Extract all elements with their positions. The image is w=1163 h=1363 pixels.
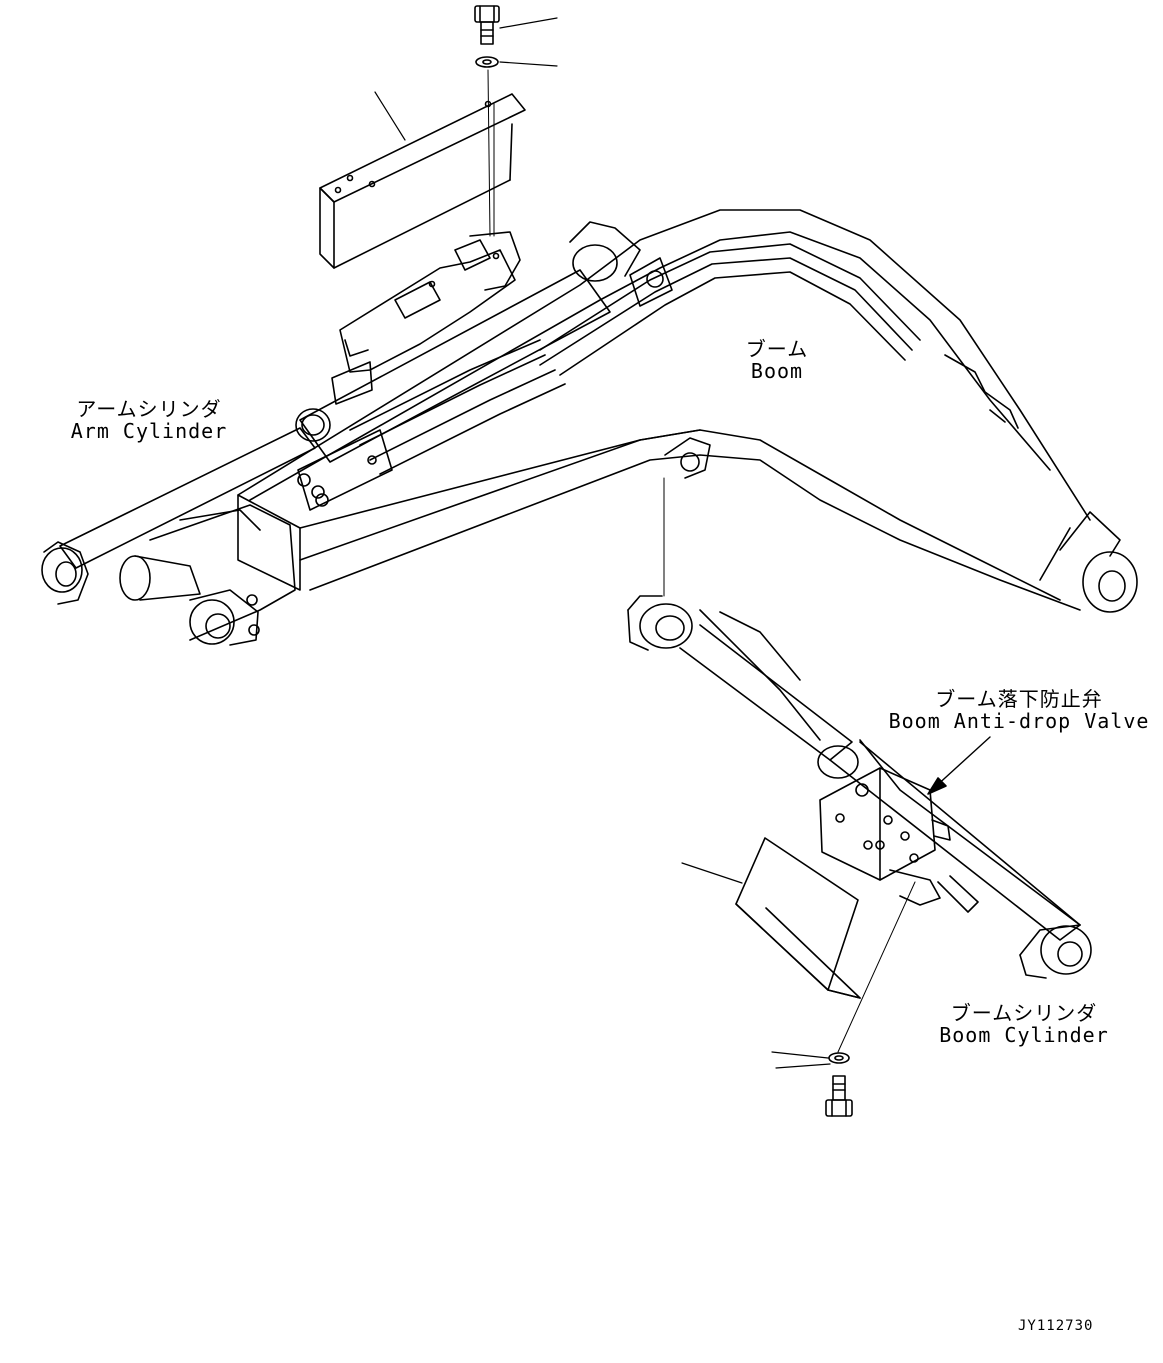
lower-plate-leader [682,863,742,883]
arm-foot-bracket [120,505,295,645]
lower-bolt [826,1076,852,1116]
top-bolt-axis-line [488,70,490,236]
arm-cylinder-label-ja: アームシリンダ [76,397,222,421]
lower-bolt-axis-line [838,882,915,1052]
anti-drop-valve-arrow [928,737,990,794]
anti-drop-valve-label-en: Boom Anti-drop Valve [888,709,1150,733]
lower-washer-leader [772,1052,828,1058]
top-washer [476,57,498,67]
top-plate-leader [375,92,405,140]
boom-label-ja: ブーム [745,337,809,361]
lower-guard-plate [736,838,860,998]
top-washer-leader [500,62,557,66]
arm-cylinder-label-en: Arm Cylinder [70,419,228,443]
boom-cylinder-label-en: Boom Cylinder [939,1023,1109,1047]
top-guard-plate [320,94,525,268]
boom-label-en: Boom [750,359,804,383]
boom-cylinder-label: ブームシリンダ Boom Cylinder [936,1002,1112,1046]
arm-cylinder-label: アームシリンダ Arm Cylinder [66,398,232,442]
boom-label: ブーム Boom [738,338,816,382]
boom-cylinder-label-ja: ブームシリンダ [950,1001,1098,1025]
boom [238,210,1137,612]
top-bolt [475,6,499,44]
drawing-code: JY112730 [1018,1318,1094,1334]
top-bolt-leader [500,18,557,28]
anti-drop-valve-label-ja: ブーム落下防止弁 [935,687,1103,711]
boom-cylinder [628,596,1091,978]
lower-washer [829,1053,849,1063]
anti-drop-valve-label: ブーム落下防止弁 Boom Anti-drop Valve [888,688,1150,732]
lower-bolt-leader [776,1064,830,1068]
